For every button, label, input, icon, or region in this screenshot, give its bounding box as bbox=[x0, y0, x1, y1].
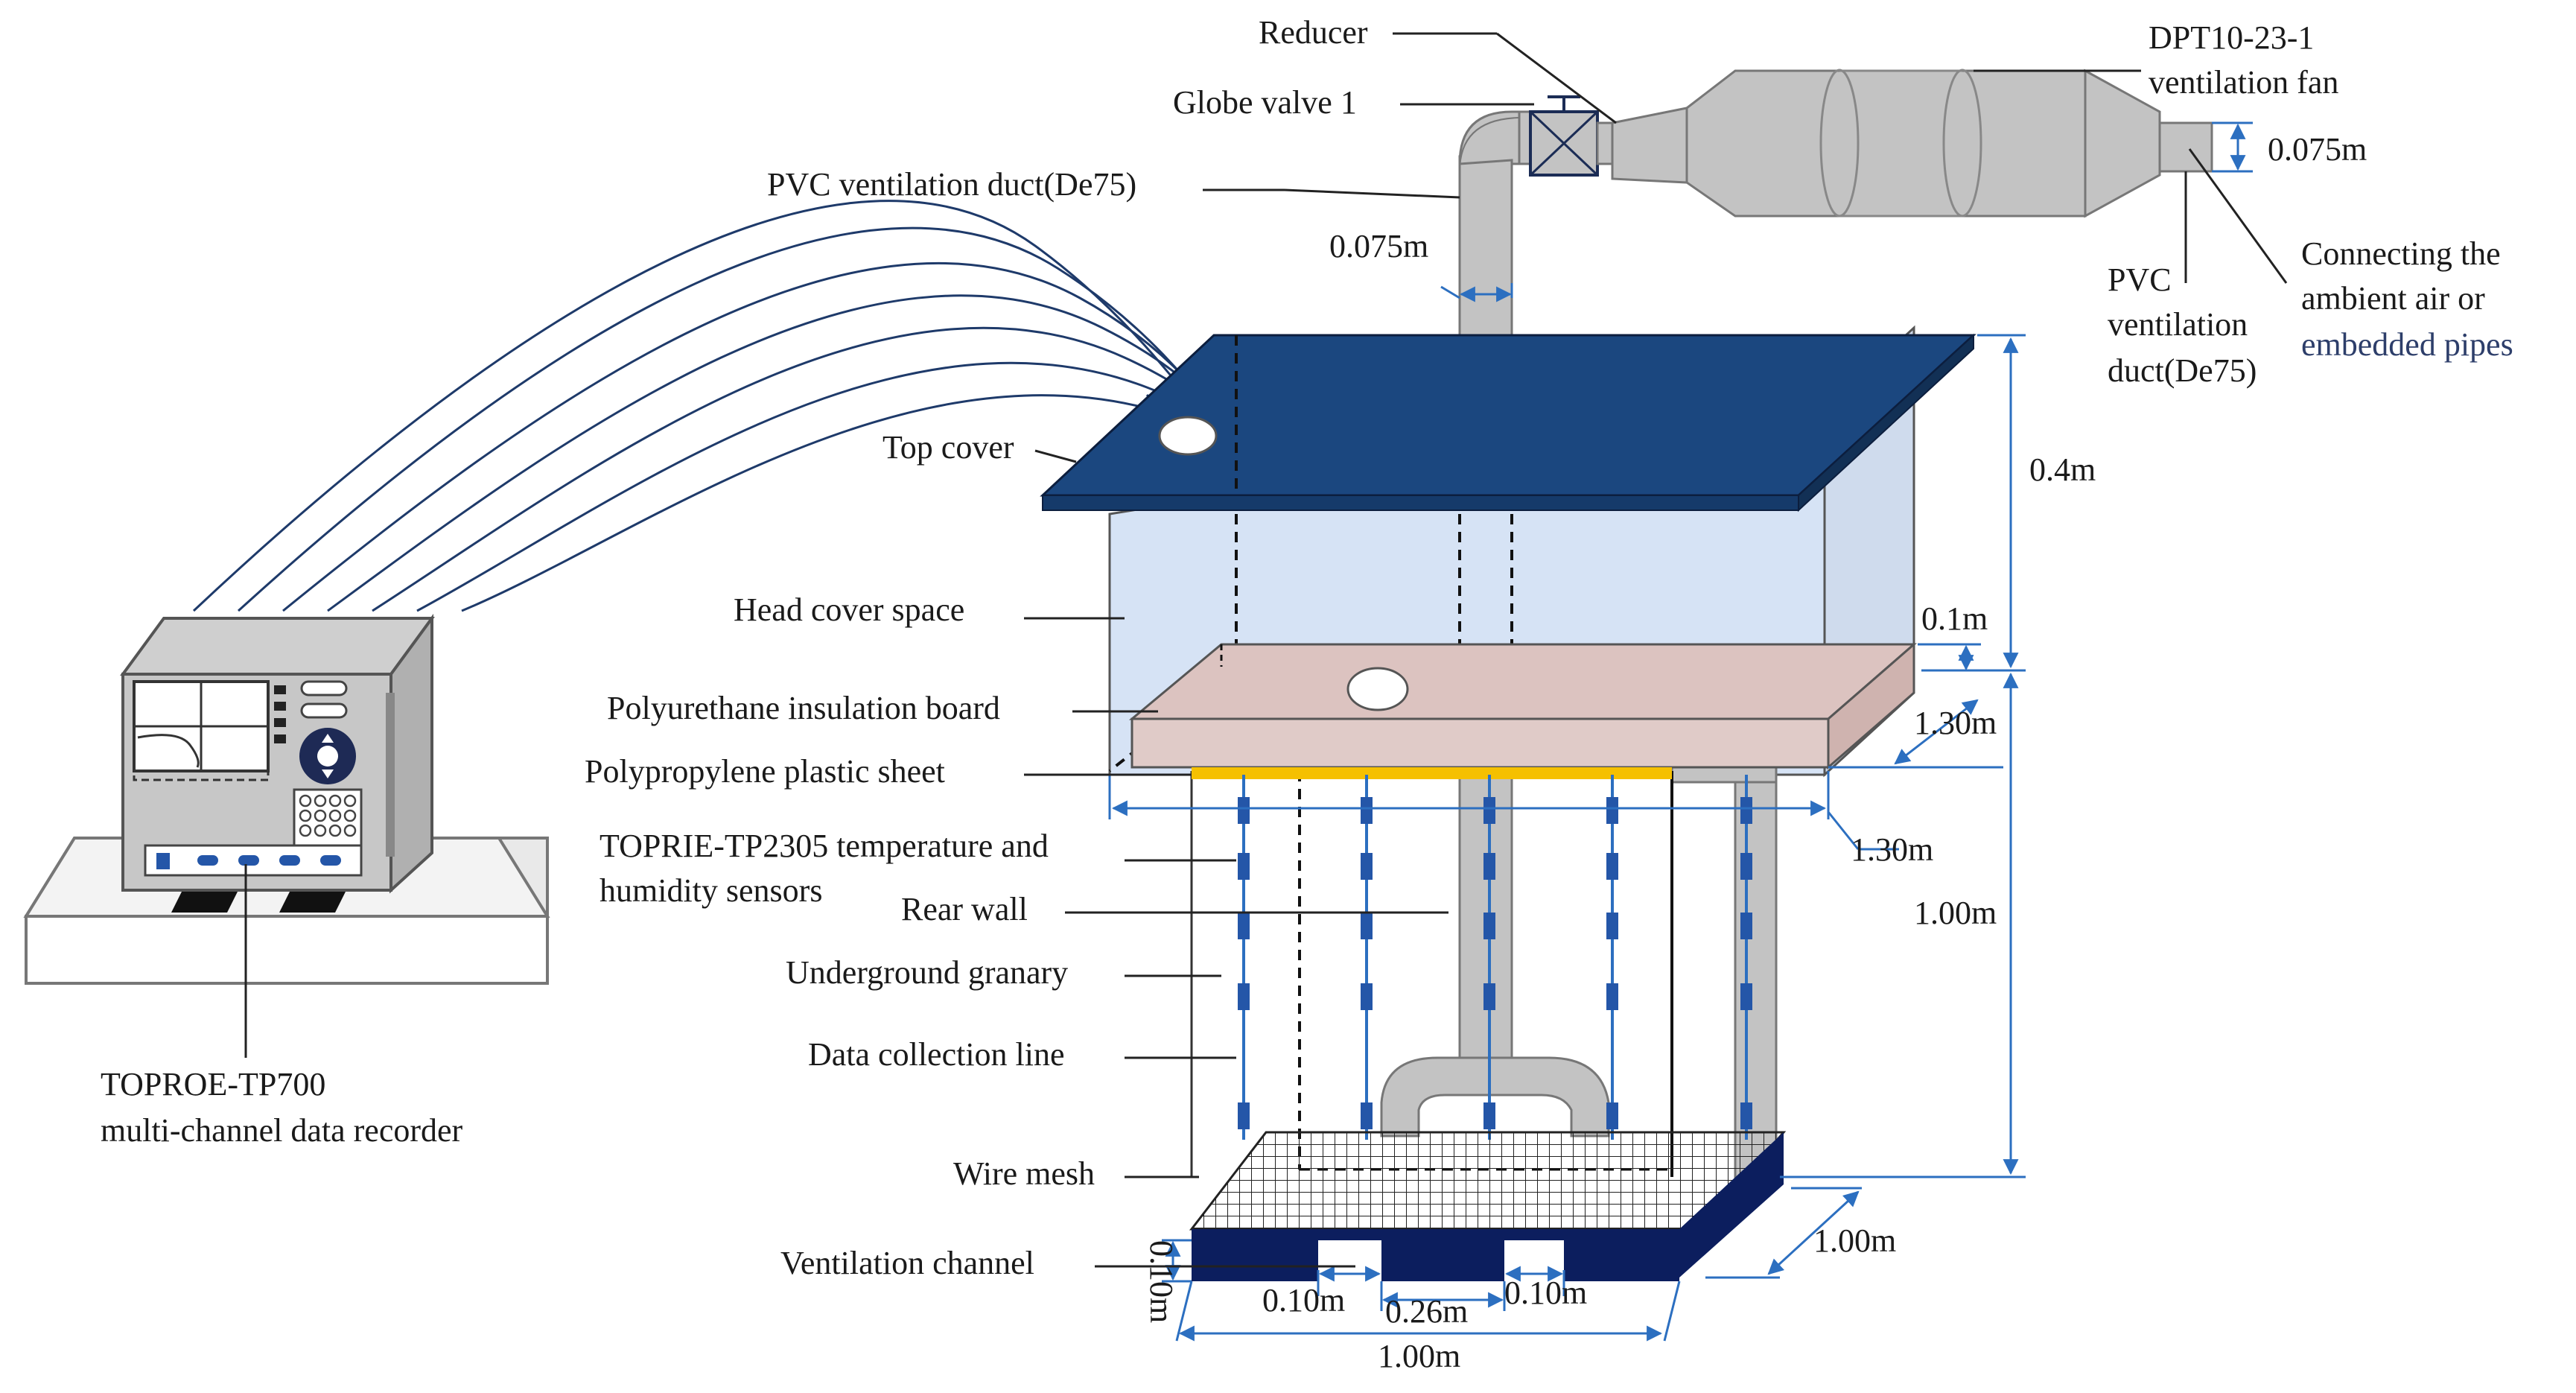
dim-cover-height: 0.4m bbox=[2029, 451, 2096, 488]
label-recorder-2: multi-channel data recorder bbox=[101, 1112, 463, 1149]
label-pvc-outlet-3: duct(De75) bbox=[2108, 352, 2257, 389]
label-pp-sheet: Polypropylene plastic sheet bbox=[585, 753, 945, 790]
dim-channel-height: 0.10m bbox=[1143, 1240, 1180, 1323]
granary-structure bbox=[1040, 325, 1976, 1281]
label-connecting-1: Connecting the bbox=[2301, 235, 2501, 272]
dim-base-width: 1.00m bbox=[1378, 1338, 1460, 1374]
label-sensors-2: humidity sensors bbox=[600, 872, 822, 909]
dim-board-depth: 1.30m bbox=[1914, 705, 1997, 741]
dimension-lines bbox=[1108, 121, 2253, 1342]
label-connecting-3: embedded pipes bbox=[2301, 326, 2513, 363]
duct-system bbox=[1458, 69, 2213, 337]
dim-board-width: 1.30m bbox=[1851, 831, 1933, 868]
label-data-line: Data collection line bbox=[808, 1036, 1065, 1073]
label-wire-mesh: Wire mesh bbox=[953, 1155, 1095, 1192]
dim-granary-height: 1.00m bbox=[1914, 895, 1997, 931]
data-recorder bbox=[23, 613, 550, 985]
label-top-cover: Top cover bbox=[882, 429, 1014, 466]
label-pu-board: Polyurethane insulation board bbox=[607, 690, 1000, 726]
label-pvc-duct-top: PVC ventilation duct(De75) bbox=[767, 166, 1136, 203]
label-rear-wall: Rear wall bbox=[901, 891, 1028, 927]
label-head-cover-space: Head cover space bbox=[734, 591, 964, 628]
dim-duct-left: 0.075m bbox=[1329, 228, 1428, 264]
dim-board-thickness: 0.1m bbox=[1921, 600, 1988, 637]
label-globe-valve: Globe valve 1 bbox=[1173, 84, 1357, 121]
dim-base-depth: 1.00m bbox=[1813, 1222, 1896, 1259]
label-fan-line2: ventilation fan bbox=[2149, 64, 2338, 101]
label-sensors-1: TOPRIE-TP2305 temperature and bbox=[600, 828, 1049, 864]
dim-duct-right: 0.075m bbox=[2268, 131, 2367, 168]
label-vent-channel: Ventilation channel bbox=[780, 1245, 1034, 1281]
label-reducer: Reducer bbox=[1259, 14, 1368, 51]
leader-lines bbox=[244, 32, 2288, 1268]
text-labels: Reducer Globe valve 1 DPT10-23-1 ventila… bbox=[101, 14, 2513, 1374]
dim-channel-w2: 0.10m bbox=[1504, 1275, 1587, 1311]
label-recorder-1: TOPROE-TP700 bbox=[101, 1066, 325, 1102]
label-connecting-2: ambient air or bbox=[2301, 280, 2485, 317]
label-pvc-outlet-2: ventilation bbox=[2108, 306, 2248, 343]
label-fan-line1: DPT10-23-1 bbox=[2149, 19, 2314, 56]
label-pvc-outlet-1: PVC bbox=[2108, 261, 2172, 298]
dim-channel-gap: 0.26m bbox=[1385, 1293, 1468, 1330]
dim-channel-w1: 0.10m bbox=[1262, 1282, 1345, 1319]
label-granary: Underground granary bbox=[786, 954, 1068, 991]
